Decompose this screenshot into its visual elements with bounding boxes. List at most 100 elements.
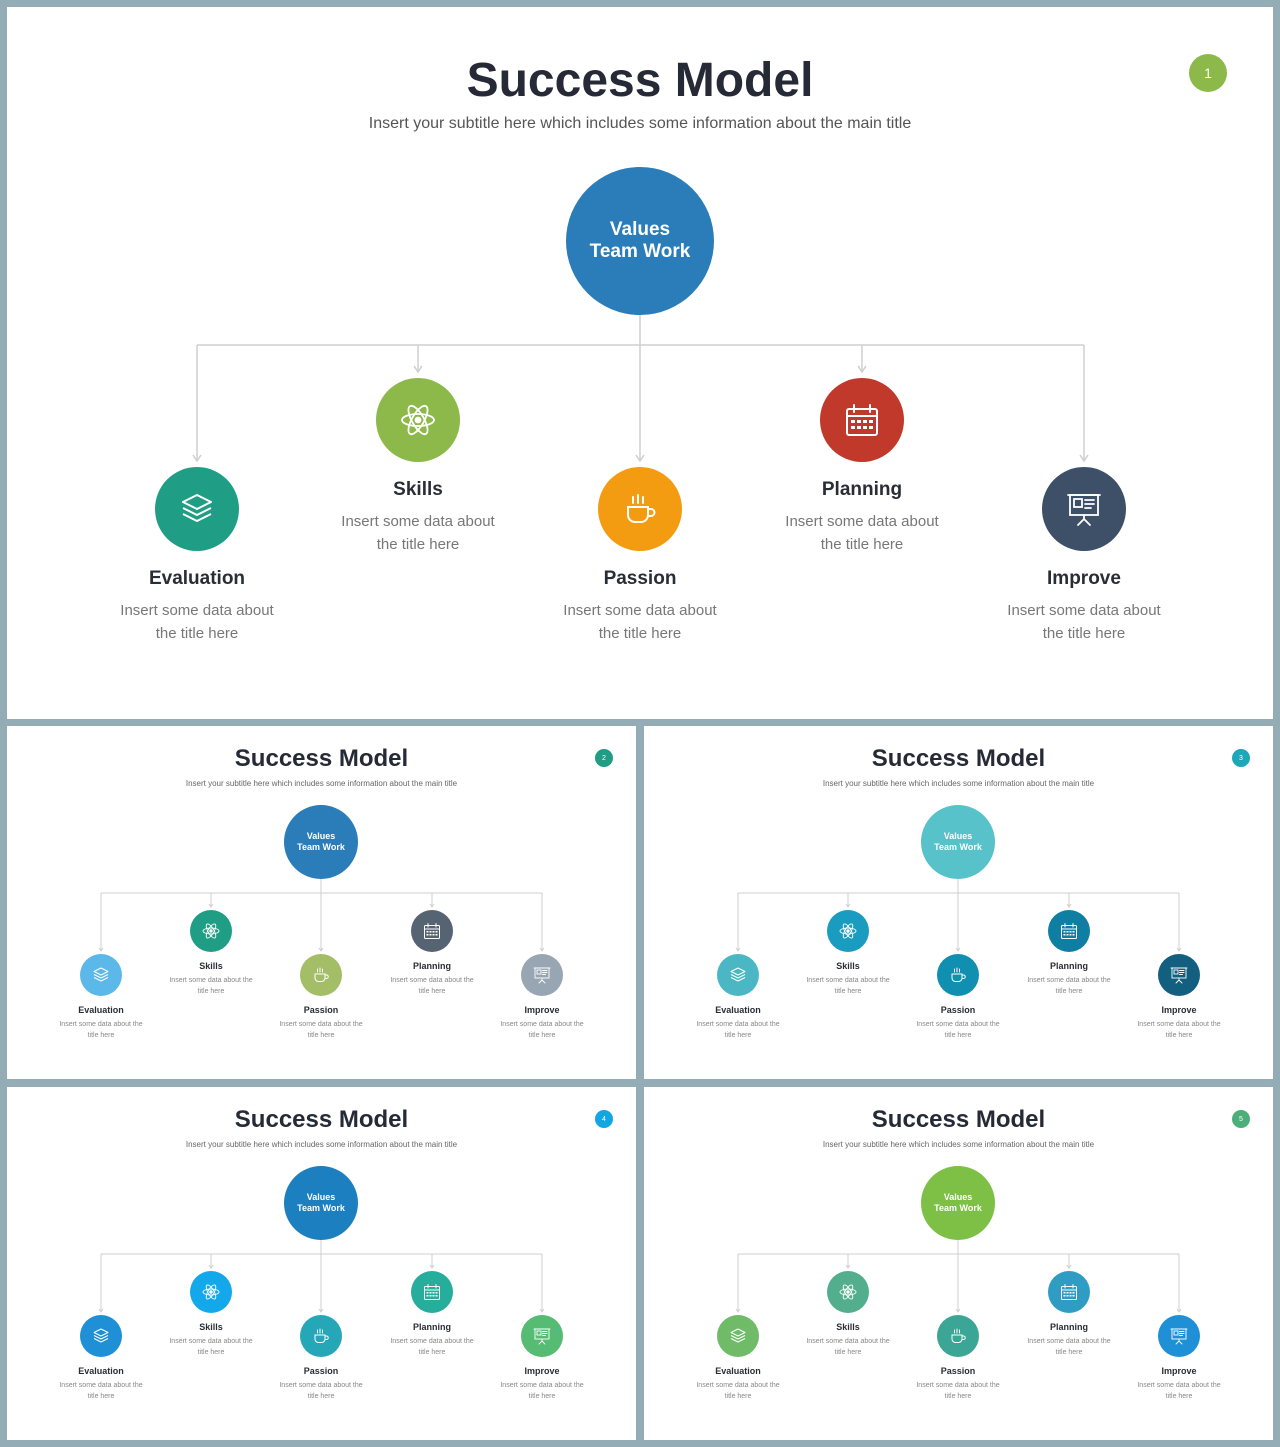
center-values-circle: Values Team Work bbox=[566, 167, 714, 315]
presentation-board-icon-glyph bbox=[533, 967, 551, 984]
node-circle bbox=[80, 1315, 122, 1357]
layers-icon bbox=[91, 1326, 111, 1346]
coffee-cup-icon-glyph bbox=[314, 1328, 329, 1343]
calendar-icon-glyph bbox=[424, 1284, 440, 1300]
node-title: Skills bbox=[836, 961, 860, 971]
node-circle bbox=[1158, 954, 1200, 996]
node-passion: Passion Insert some data about the title… bbox=[903, 954, 1013, 1041]
slide-3: Success Model Insert your subtitle here … bbox=[644, 726, 1273, 1079]
node-circle bbox=[1048, 1271, 1090, 1313]
node-circle bbox=[411, 910, 453, 952]
node-skills: Skills Insert some data about the title … bbox=[793, 910, 903, 997]
center-label-line2: Team Work bbox=[589, 241, 691, 262]
center-label-line2: Team Work bbox=[297, 1203, 345, 1213]
presentation-board-icon-glyph bbox=[533, 1328, 551, 1345]
coffee-cup-icon bbox=[620, 489, 660, 529]
center-label-line1: Values bbox=[609, 219, 671, 240]
atom-icon bbox=[201, 921, 221, 941]
presentation-board-icon bbox=[1064, 489, 1104, 529]
atom-icon-glyph bbox=[202, 923, 220, 939]
node-circle bbox=[1042, 467, 1126, 551]
node-circle bbox=[80, 954, 122, 996]
atom-icon bbox=[838, 921, 858, 941]
node-passion: Passion Insert some data about the title… bbox=[266, 1315, 376, 1402]
node-planning: Planning Insert some data about the titl… bbox=[1014, 1271, 1124, 1358]
node-title: Passion bbox=[603, 568, 677, 589]
node-title: Evaluation bbox=[78, 1005, 124, 1015]
node-circle bbox=[717, 954, 759, 996]
node-title: Passion bbox=[940, 1366, 976, 1376]
presentation-board-icon bbox=[1169, 1326, 1189, 1346]
calendar-icon bbox=[1059, 921, 1079, 941]
node-planning: Planning Insert some data about the titl… bbox=[752, 378, 972, 556]
node-circle bbox=[717, 1315, 759, 1357]
connector-lines bbox=[192, 315, 1089, 463]
node-title: Improve bbox=[1161, 1005, 1197, 1015]
atom-icon-glyph bbox=[839, 1284, 857, 1300]
page-number-badge: 1 bbox=[1189, 54, 1227, 92]
connector-lines bbox=[735, 1240, 1182, 1313]
node-circle bbox=[521, 1315, 563, 1357]
atom-icon-glyph bbox=[401, 404, 435, 436]
slide-title: Success Model bbox=[234, 745, 409, 772]
atom-icon-glyph bbox=[202, 1284, 220, 1300]
node-circle bbox=[1158, 1315, 1200, 1357]
slide-title: Success Model bbox=[234, 1106, 409, 1133]
node-evaluation: Evaluation Insert some data about the ti… bbox=[46, 954, 156, 1041]
layers-icon bbox=[177, 489, 217, 529]
connector-lines bbox=[98, 1240, 545, 1313]
coffee-cup-icon-glyph bbox=[951, 967, 966, 982]
calendar-icon-glyph bbox=[424, 923, 440, 939]
slide-title: Success Model bbox=[871, 745, 1046, 772]
node-description: Insert some data about the title here bbox=[59, 1021, 143, 1039]
slide-subtitle: Insert your subtitle here which includes… bbox=[822, 779, 1095, 788]
node-description: Insert some data about the title here bbox=[390, 977, 474, 995]
atom-icon bbox=[201, 1282, 221, 1302]
layers-icon-glyph bbox=[93, 967, 109, 982]
node-circle bbox=[411, 1271, 453, 1313]
presentation-board-icon bbox=[532, 1326, 552, 1346]
center-values-circle: Values Team Work bbox=[284, 1166, 358, 1240]
node-description: Insert some data about the title here bbox=[169, 1338, 253, 1356]
slide-1: Success Model Insert your subtitle here … bbox=[7, 7, 1273, 719]
node-skills: Skills Insert some data about the title … bbox=[156, 910, 266, 997]
slide-5: Success Model Insert your subtitle here … bbox=[644, 1087, 1273, 1440]
node-evaluation: Evaluation Insert some data about the ti… bbox=[683, 954, 793, 1041]
node-circle bbox=[937, 954, 979, 996]
node-description: Insert some data about the title here bbox=[120, 602, 274, 642]
presentation-board-icon bbox=[1169, 965, 1189, 985]
node-description: Insert some data about the title here bbox=[563, 602, 717, 642]
slide-subtitle: Insert your subtitle here which includes… bbox=[185, 779, 458, 788]
layers-icon-glyph bbox=[93, 1328, 109, 1343]
node-passion: Passion Insert some data about the title… bbox=[903, 1315, 1013, 1402]
node-circle bbox=[300, 954, 342, 996]
coffee-cup-icon-glyph bbox=[314, 967, 329, 982]
slide-title: Success Model bbox=[871, 1106, 1046, 1133]
node-description: Insert some data about the title here bbox=[1027, 977, 1111, 995]
node-circle bbox=[598, 467, 682, 551]
node-title: Skills bbox=[199, 961, 223, 971]
node-evaluation: Evaluation Insert some data about the ti… bbox=[683, 1315, 793, 1402]
node-skills: Skills Insert some data about the title … bbox=[793, 1271, 903, 1358]
center-label-line1: Values bbox=[943, 831, 973, 841]
calendar-icon-glyph bbox=[1061, 1284, 1077, 1300]
center-values-circle: Values Team Work bbox=[284, 805, 358, 879]
node-description: Insert some data about the title here bbox=[1137, 1382, 1221, 1400]
node-title: Skills bbox=[199, 1322, 223, 1332]
page-number-badge: 3 bbox=[1232, 749, 1250, 767]
node-improve: Improve Insert some data about the title… bbox=[487, 954, 597, 1041]
center-label-line1: Values bbox=[943, 1192, 973, 1202]
calendar-icon bbox=[1059, 1282, 1079, 1302]
page-number-badge: 5 bbox=[1232, 1110, 1250, 1128]
node-title: Evaluation bbox=[715, 1366, 761, 1376]
node-improve: Improve Insert some data about the title… bbox=[974, 467, 1194, 645]
node-circle bbox=[190, 1271, 232, 1313]
node-title: Improve bbox=[1161, 1366, 1197, 1376]
node-title: Passion bbox=[303, 1366, 339, 1376]
layers-icon bbox=[728, 965, 748, 985]
node-title: Planning bbox=[413, 1322, 451, 1332]
node-planning: Planning Insert some data about the titl… bbox=[377, 1271, 487, 1358]
node-improve: Improve Insert some data about the title… bbox=[1124, 1315, 1234, 1402]
calendar-icon bbox=[842, 400, 882, 440]
node-title: Improve bbox=[1047, 568, 1121, 589]
